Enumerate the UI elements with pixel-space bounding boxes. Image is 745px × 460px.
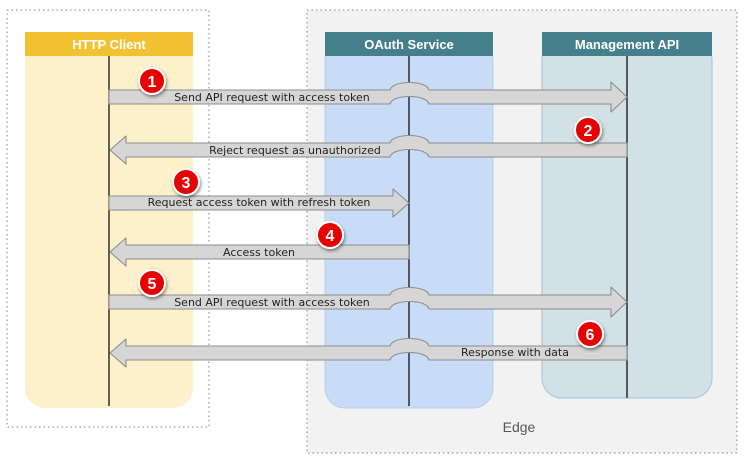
management-api-header <box>542 32 712 56</box>
message-1-label: Send API request with access token <box>174 91 370 104</box>
client-boundary <box>6 9 210 428</box>
step-number-4: 4 <box>326 228 335 245</box>
message-3-arrow <box>108 188 410 218</box>
step-badge-2: 2 <box>574 116 602 144</box>
step-number-1: 1 <box>148 74 157 91</box>
message-2-arrow <box>109 134 628 165</box>
oauth-service-title: OAuth Service <box>364 37 454 52</box>
message-6-arrow <box>109 337 628 368</box>
step-badge-1: 1 <box>138 67 166 95</box>
message-4-label: Access token <box>223 246 295 259</box>
message-6-label: Response with data <box>461 346 569 359</box>
step-number-5: 5 <box>148 276 157 293</box>
step-badge-6: 6 <box>576 320 604 348</box>
step-badge-4: 4 <box>316 221 344 249</box>
step-number-2: 2 <box>584 123 593 140</box>
message-1: Send API request with access token <box>108 81 628 113</box>
management-api-title: Management API <box>575 37 679 52</box>
edge-group-label: Edge <box>503 419 536 435</box>
message-2-label: Reject request as unauthorized <box>209 144 381 157</box>
http-client-title: HTTP Client <box>72 37 146 52</box>
message-5-arrow <box>108 286 628 318</box>
message-5: Send API request with access token <box>108 286 628 318</box>
message-3-label: Request access token with refresh token <box>148 196 371 209</box>
message-1-arrow <box>108 81 628 113</box>
message-2: Reject request as unauthorized <box>109 134 628 165</box>
step-number-3: 3 <box>182 175 191 192</box>
step-badge-5: 5 <box>138 269 166 297</box>
http-client-header <box>25 32 193 56</box>
oauth-service-header <box>325 32 493 56</box>
message-3: Request access token with refresh token <box>108 188 410 218</box>
step-badge-3: 3 <box>172 168 200 196</box>
step-number-6: 6 <box>586 327 595 344</box>
message-6: Response with data <box>109 337 628 368</box>
message-5-label: Send API request with access token <box>174 296 370 309</box>
